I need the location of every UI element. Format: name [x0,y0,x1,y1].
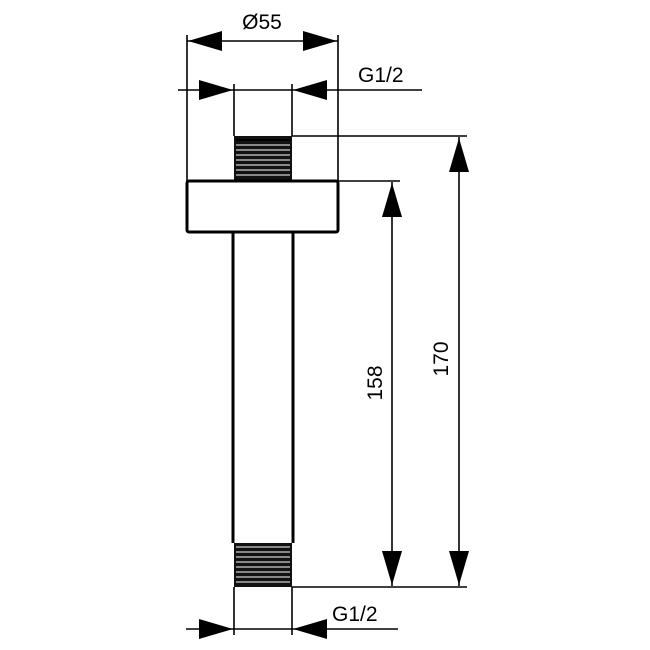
total-length-dimension: 170 [430,137,469,586]
arrow-up-icon [382,183,402,217]
flange-diameter-dimension: Ø55 [186,11,339,181]
arrow-up-icon [449,138,469,172]
arrow-down-icon [449,551,469,585]
pipe [231,232,295,543]
arrow-down-icon [382,551,402,585]
top-thread-dimension: G1/2 [178,64,422,136]
top-thread [234,136,292,181]
top-thread-label: G1/2 [358,64,404,87]
arrow-left-icon [188,31,222,51]
bottom-thread-label: G1/2 [332,603,378,626]
total-length-label: 170 [430,341,453,376]
arrow-left-icon [293,619,327,639]
flange [185,179,340,234]
arrow-right-icon [199,80,233,100]
arrow-left-icon [293,80,327,100]
bottom-thread-dimension: G1/2 [186,587,398,639]
flange-diameter-label: Ø55 [242,11,282,34]
length-below-flange-dimension: 158 [364,182,402,586]
bottom-thread [234,543,292,587]
arrow-right-icon [199,619,233,639]
length-below-flange-label: 158 [364,365,387,400]
shower-arm-body [185,136,340,587]
arrow-right-icon [303,31,337,51]
